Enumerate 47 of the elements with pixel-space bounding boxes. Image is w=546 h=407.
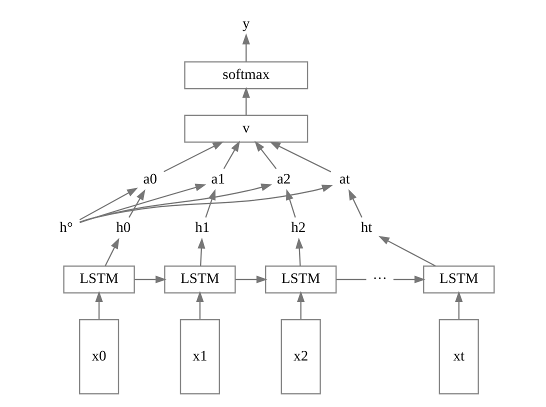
- arrow: [222, 140, 240, 170]
- node-box: LSTM: [422, 266, 494, 294]
- node-text: at: [338, 172, 350, 188]
- arrow: [197, 238, 205, 266]
- node-box: x0: [78, 318, 119, 394]
- node-text: ···: [372, 271, 387, 288]
- node-text: a1: [210, 172, 225, 188]
- node-box: xt: [438, 318, 478, 394]
- node-box: LSTM: [164, 266, 236, 294]
- arrow: [296, 291, 304, 320]
- arrow: [286, 189, 296, 218]
- node-text: h2: [290, 220, 306, 236]
- arrow: [94, 291, 102, 320]
- node-box: v: [184, 114, 308, 143]
- arrow: [392, 276, 425, 284]
- arrow: [242, 86, 250, 116]
- arrow: [79, 184, 272, 223]
- node-text: a0: [142, 172, 156, 188]
- arrow: [378, 236, 436, 267]
- node-text: h0: [116, 220, 130, 236]
- arrow: [254, 140, 276, 170]
- node-box: softmax: [184, 61, 308, 90]
- arrow: [268, 141, 331, 172]
- node-box: x1: [179, 318, 220, 394]
- node-text: a2: [276, 172, 290, 188]
- arrow: [104, 238, 119, 266]
- arrow: [163, 141, 224, 172]
- arrow: [348, 189, 362, 218]
- arrow: [295, 238, 303, 266]
- node-box: LSTM: [62, 266, 134, 294]
- arrow: [79, 184, 332, 223]
- connector: [336, 278, 366, 280]
- node-box: LSTM: [264, 266, 336, 294]
- arrow: [79, 184, 206, 224]
- arrow: [454, 291, 462, 320]
- arrow: [234, 276, 267, 284]
- arrow: [134, 276, 166, 284]
- node-text: ht: [360, 220, 372, 236]
- node-text: h°: [59, 220, 72, 236]
- arrow: [242, 33, 250, 62]
- node-text: h1: [194, 220, 210, 236]
- arrow: [204, 189, 216, 218]
- node-text: y: [242, 16, 250, 32]
- arrow: [128, 189, 145, 218]
- arrow: [78, 188, 138, 220]
- node-box: x2: [280, 318, 320, 394]
- arrow: [196, 291, 204, 320]
